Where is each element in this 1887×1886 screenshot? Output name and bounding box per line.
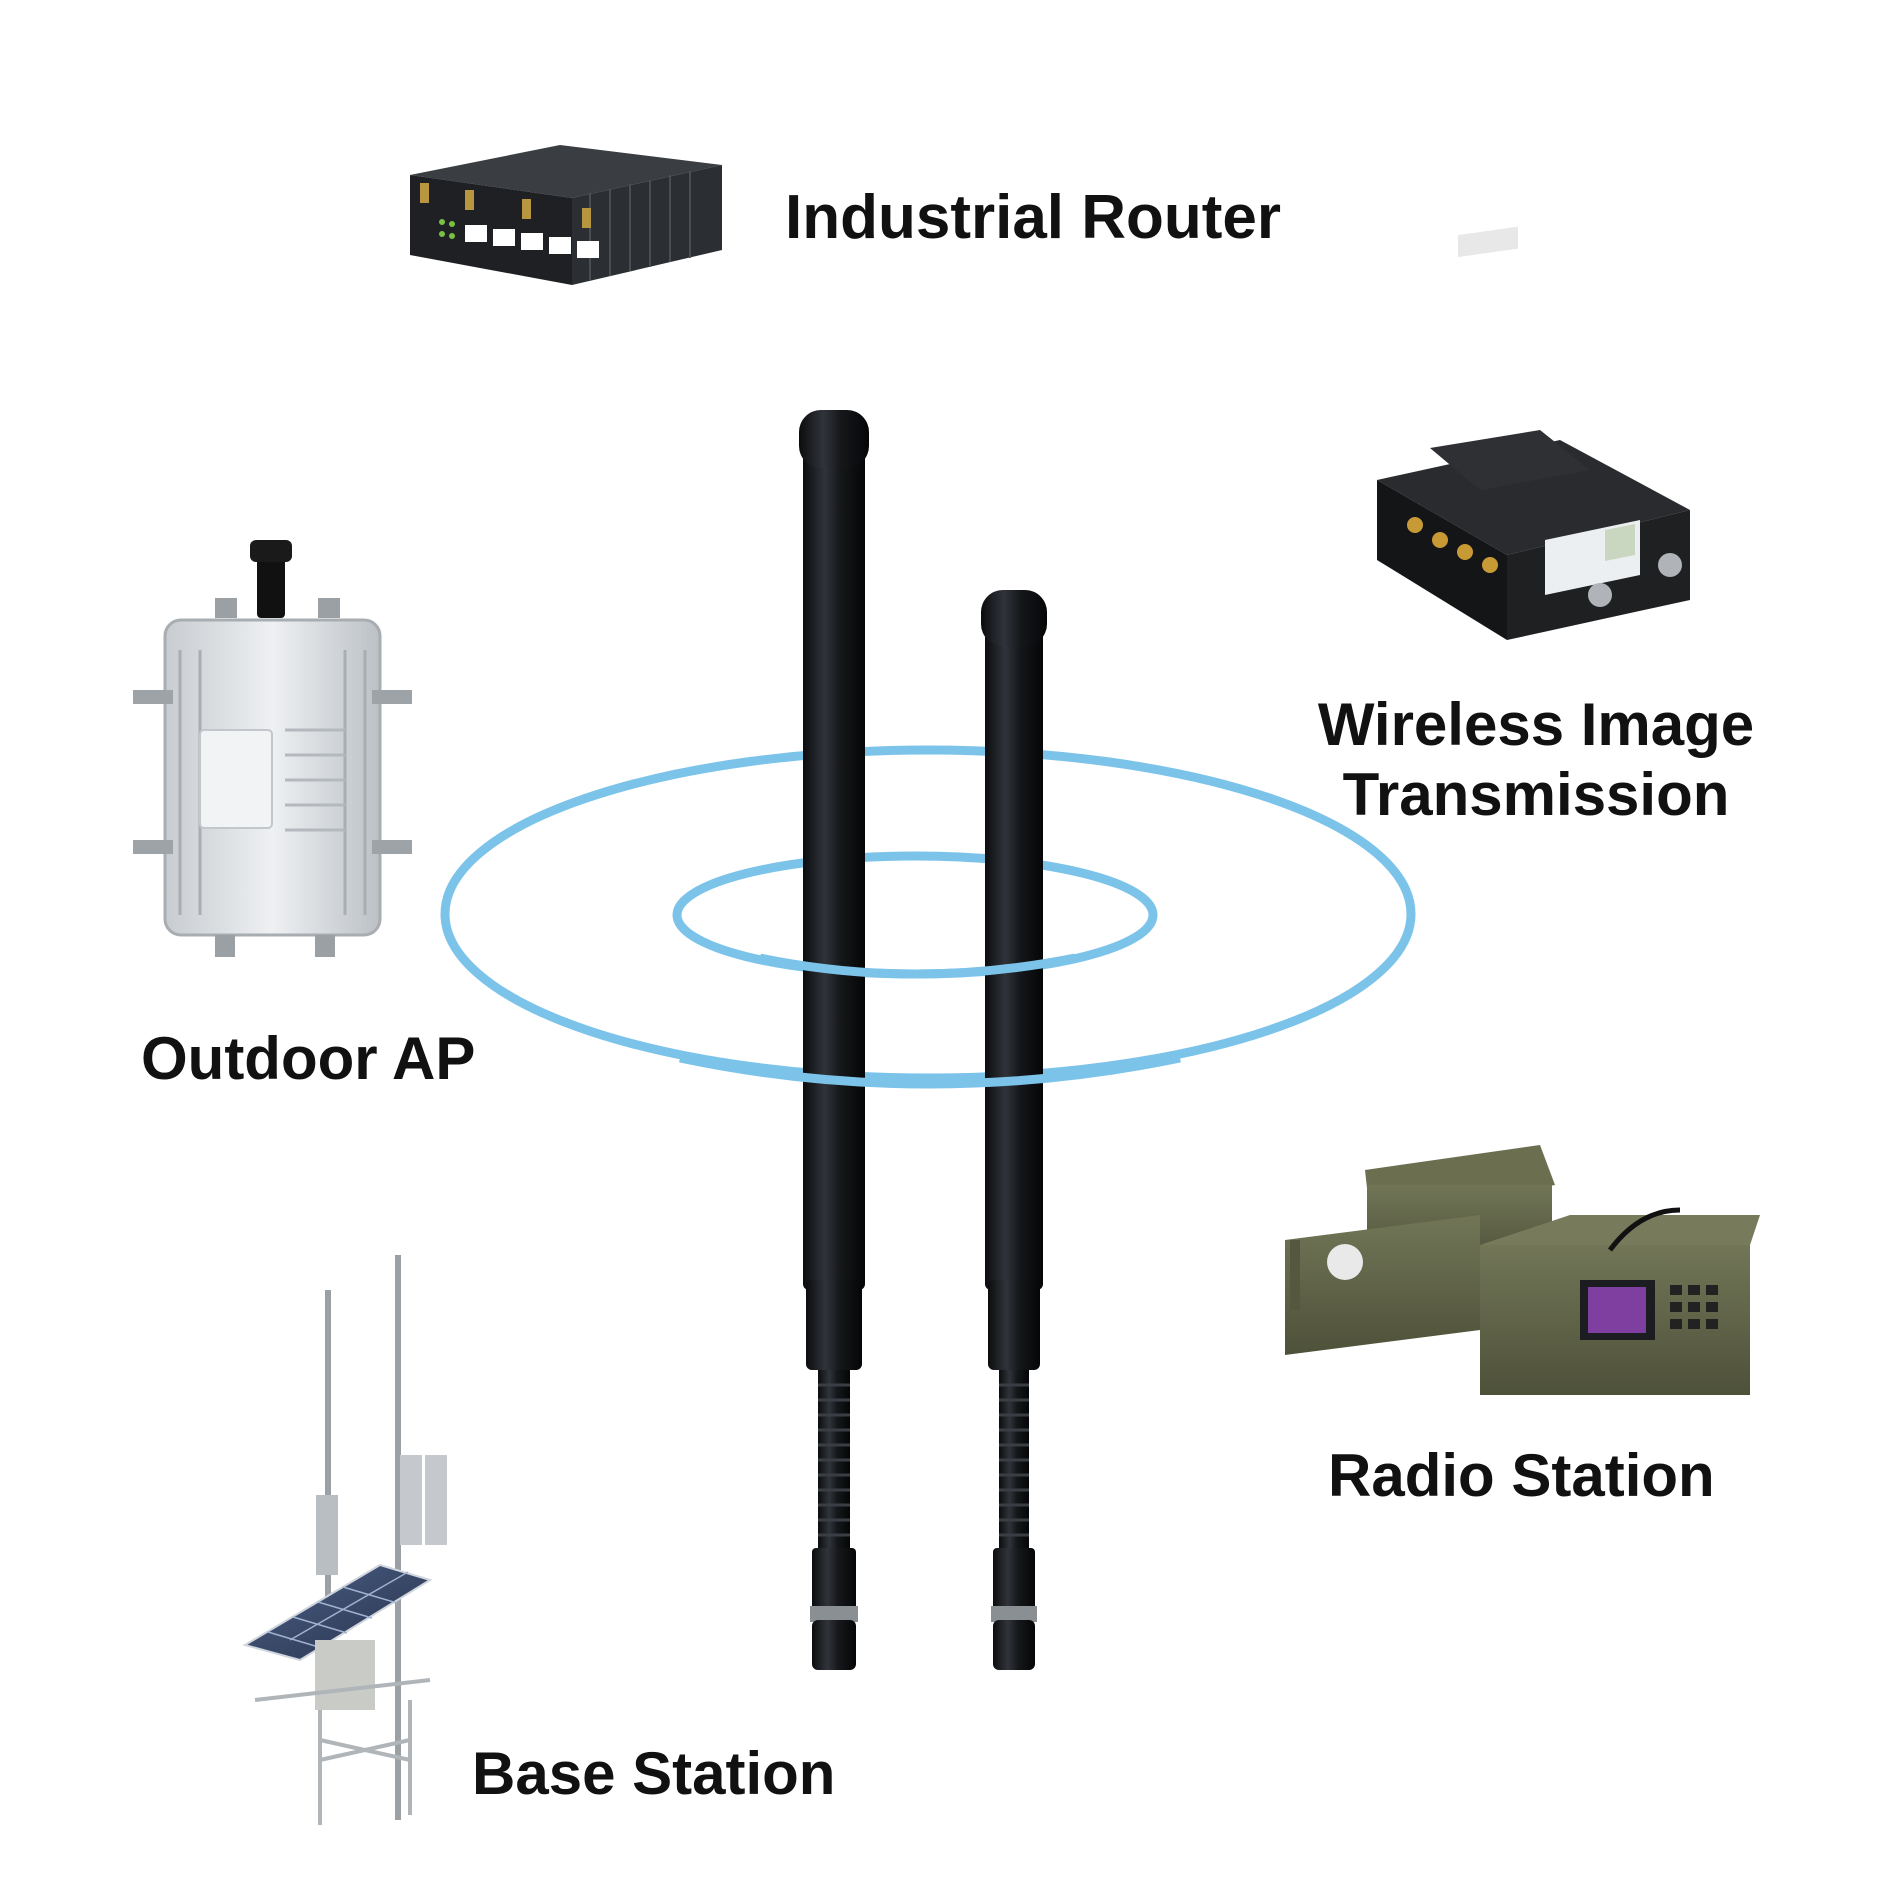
wireless-transmitter-image bbox=[1377, 226, 1690, 640]
tall-antenna bbox=[799, 410, 869, 1670]
signal-rings bbox=[440, 745, 1416, 1083]
industrial-router-image bbox=[410, 145, 722, 285]
radio-station-image bbox=[1285, 1145, 1760, 1395]
outdoor-ap-image bbox=[133, 540, 412, 957]
base-station-label: Base Station bbox=[472, 1740, 836, 1807]
short-antenna bbox=[981, 590, 1047, 1670]
base-station-image bbox=[242, 1255, 447, 1825]
inner-signal-ring bbox=[672, 851, 1158, 979]
wireless-image-transmission-label: Wireless Image Transmission bbox=[1317, 691, 1755, 829]
industrial-router-label: Industrial Router bbox=[785, 183, 1282, 252]
signal-rings-front bbox=[679, 953, 1181, 1089]
outer-signal-ring bbox=[440, 745, 1416, 1083]
radio-station-label: Radio Station bbox=[1328, 1442, 1715, 1509]
outdoor-ap-label: Outdoor AP bbox=[141, 1025, 476, 1092]
